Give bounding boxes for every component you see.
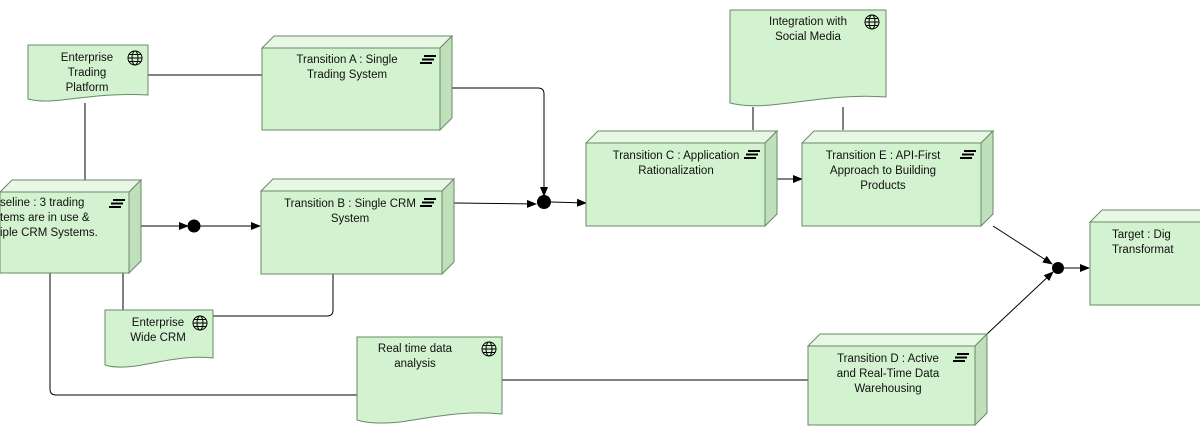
junction-dot [537,195,551,209]
junction-dot [1052,262,1064,274]
plateau-icon [420,198,436,207]
transition-d-label: Transition D : Active and Real-Time Data… [836,353,940,395]
deliverable-enterprise-trading-platform[interactable] [27,44,149,102]
plateau-icon [960,150,976,159]
node-transition-b[interactable] [259,177,456,276]
baseline-label: seline : 3 trading tems are in use & ipl… [0,197,98,239]
node-transition-e[interactable] [800,129,995,228]
plateau-icon [420,55,436,64]
edge-transition-d-junction2 [986,271,1054,335]
deliverable-enterprise-wide-crm[interactable] [104,309,214,368]
plateau-icon [744,150,760,159]
node-transition-c[interactable] [584,129,779,228]
connections [49,74,1090,396]
edge-junction1-transition-c [550,198,587,207]
plateau-icon [953,353,969,362]
node-target[interactable] [1088,209,1200,306]
integration-social-media-label: Integration with Social Media [769,16,847,43]
real-time-data-analysis-label: Real time data analysis [377,343,453,370]
deliverable-integration-social-media[interactable] [729,9,887,107]
transition-e-label: Transition E : API-First Approach to Bui… [825,150,941,192]
edge-transition-e-junction2 [992,225,1053,265]
enterprise-trading-platform-label: Enterprise Trading Platform [60,52,114,94]
edge-transition-b-junction1 [453,199,537,208]
globe-icon [192,315,208,331]
plateau-icon [109,199,125,208]
edge-ewcrm-transition-b [213,274,334,317]
transition-c-label: Transition C : Application Rationalizati… [612,150,740,177]
edge-baseline-rtda [49,273,357,396]
transition-a-label: Transition A : Single Trading System [296,54,398,81]
globe-icon [481,341,497,357]
node-baseline[interactable] [0,178,143,275]
transition-b-label: Transition B : Single CRM System [284,198,416,225]
globe-icon [864,14,880,30]
node-transition-a[interactable] [260,34,454,132]
globe-icon [127,50,143,66]
node-transition-d[interactable] [806,332,989,427]
junction-dot [187,219,201,233]
edge-transition-a-junction1 [440,87,548,197]
deliverable-real-time-data-analysis[interactable] [356,336,503,424]
target-label: Target : Dig Transformat [1112,229,1174,256]
enterprise-wide-crm-label: Enterprise Wide CRM [130,317,186,344]
